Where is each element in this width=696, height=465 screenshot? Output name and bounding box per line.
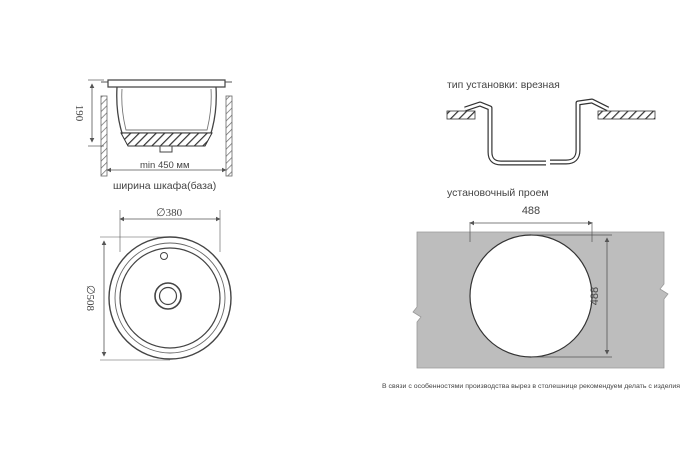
outer-diameter-label: ∅508 — [84, 285, 96, 312]
cutout-width-label: 488 — [522, 205, 540, 217]
installation-type-section: тип установки: врезная — [446, 79, 656, 166]
countertop-left — [446, 110, 476, 120]
cutout-height-label: 488 — [589, 287, 601, 305]
faucet-hole — [160, 252, 168, 260]
inner-diameter-label: ∅380 — [156, 207, 183, 219]
min-width-label: min 450 мм — [140, 160, 190, 171]
cutout-note: В связи с особенностями производства выр… — [382, 383, 680, 390]
drain-inner — [158, 286, 178, 306]
sink-section-left — [464, 101, 546, 166]
cutout-section: установочный проем 488 488 В связи с осо… — [382, 187, 680, 390]
sink-rim-profile — [107, 79, 226, 88]
height-dimension-label: 190 — [73, 105, 85, 122]
bowl-profile — [116, 86, 217, 134]
cabinet-wall-right — [225, 95, 233, 177]
countertop-right — [597, 110, 656, 120]
cutout-hole — [469, 234, 593, 358]
cutout-label: установочный проем — [447, 187, 549, 199]
bowl-support — [120, 132, 213, 147]
cabinet-width-label: ширина шкафа(база) — [113, 180, 216, 192]
top-view: ∅380 ∅508 — [84, 207, 232, 361]
installation-type-label: тип установки: врезная — [447, 79, 560, 91]
side-view: 190 min 450 мм ширина шкафа(база) — [73, 79, 233, 192]
cabinet-wall-left — [100, 95, 108, 177]
